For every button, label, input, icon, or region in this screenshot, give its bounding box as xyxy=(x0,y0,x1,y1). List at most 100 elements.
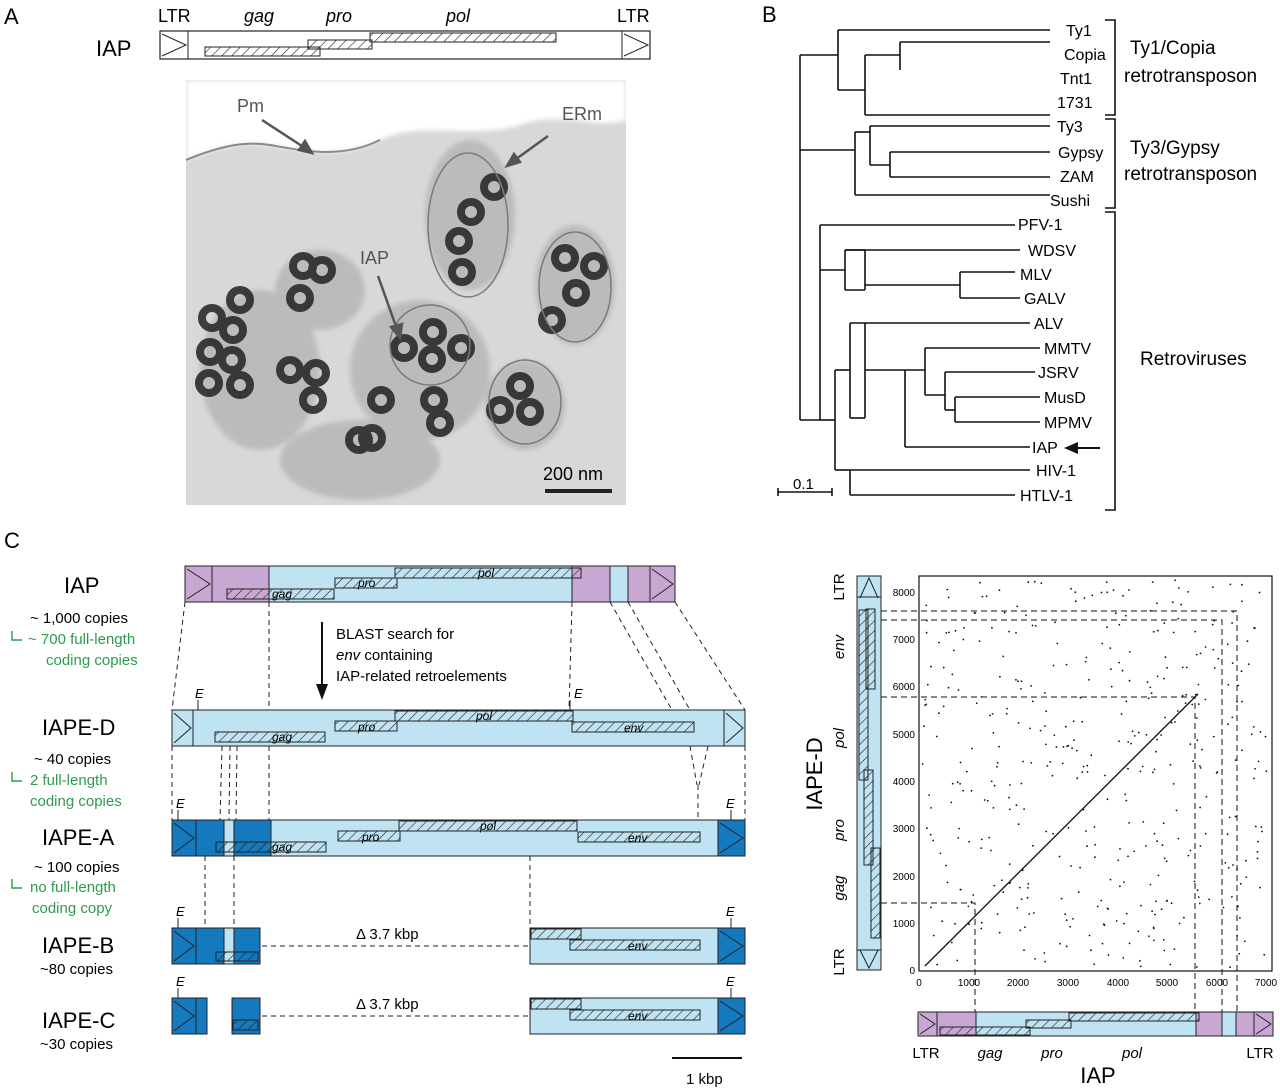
dotplot-dot xyxy=(1196,739,1199,742)
vgene-ltr-top: LTR xyxy=(831,573,848,600)
dotplot-dot xyxy=(1109,647,1112,649)
dotplot-dot xyxy=(1052,832,1054,835)
dotplot-dot xyxy=(1140,904,1142,907)
panel-c: C IAP ~ 1,000 copies ~ 700 full-length c… xyxy=(4,528,1278,1088)
dotplot-dot xyxy=(1020,680,1023,683)
dotplot-dot xyxy=(932,934,935,937)
group-ty1-line1: Ty1/Copia xyxy=(1130,38,1216,59)
dotplot-dot xyxy=(1176,710,1179,712)
dotplot-dot xyxy=(1156,602,1158,605)
dotplot-dot xyxy=(1106,798,1109,801)
dotplot-dot xyxy=(938,641,940,644)
dotplot-dot xyxy=(1071,747,1073,750)
dotplot-dot xyxy=(1222,906,1225,909)
dotplot-dot xyxy=(1171,601,1174,604)
iape-d-note2: coding copies xyxy=(30,793,122,810)
dotplot-dot xyxy=(1073,739,1075,741)
dotplot-dot xyxy=(1081,771,1084,773)
taxon-jsrv: JSRV xyxy=(1038,365,1079,382)
iape-a-pol: pol xyxy=(479,819,496,833)
arrows xyxy=(261,118,549,341)
dotplot-dot xyxy=(1045,710,1048,713)
phylogenetic-tree xyxy=(777,29,1050,496)
dotplot-dot xyxy=(1252,726,1255,728)
hgene-ltr-left: LTR xyxy=(912,1045,939,1062)
dotplot-dot xyxy=(1153,832,1156,835)
dotplot-dot xyxy=(1009,784,1011,786)
dotplot-dot xyxy=(925,631,928,634)
dotplot-dot xyxy=(1199,765,1201,767)
blast-line2: env containing xyxy=(336,647,433,664)
taxon-zam: ZAM xyxy=(1060,169,1094,186)
dotplot-dot xyxy=(1224,862,1227,864)
dotplot-dot xyxy=(954,629,957,632)
dotplot-dot xyxy=(1241,749,1243,752)
dotplot-dot xyxy=(1051,774,1054,777)
dotplot-dot xyxy=(945,632,948,634)
dotplot-dot xyxy=(1119,885,1121,888)
dotplot-dot xyxy=(1005,712,1008,715)
dotplot-dot xyxy=(1079,866,1081,869)
dotplot-dot xyxy=(1024,926,1026,928)
dotplot-dot xyxy=(1172,631,1175,634)
dotplot-dot xyxy=(1226,643,1229,646)
x-tick-0: 0 xyxy=(916,978,922,989)
dotplot-dot xyxy=(1247,663,1250,666)
dotplot-dot xyxy=(1157,874,1160,877)
dotplot-dot xyxy=(946,881,949,884)
panel-b-label: B xyxy=(762,2,777,27)
dotplot-dot xyxy=(1085,830,1087,832)
taxon-musd: MusD xyxy=(1044,390,1086,407)
dotplot-dot xyxy=(1008,808,1011,811)
y-tick-2000: 2000 xyxy=(893,872,916,883)
dotplot-dot xyxy=(925,703,928,706)
panel-c-label: C xyxy=(4,528,20,553)
dotplot-dot xyxy=(1195,717,1198,719)
dotplot-dot xyxy=(1170,721,1173,724)
iape-a-pro: pro xyxy=(361,830,380,844)
dotplot-dot xyxy=(1107,954,1110,956)
dotplot-dot xyxy=(1245,876,1248,878)
dotplot-dot xyxy=(1008,863,1011,865)
dotplot-dot xyxy=(1149,883,1152,886)
dotplot-dot xyxy=(929,833,932,836)
dotplot-dot xyxy=(1034,958,1036,960)
dotplot-dot xyxy=(1187,591,1190,593)
iap-note2: coding copies xyxy=(46,652,138,669)
panel-a-label: A xyxy=(4,4,19,29)
dotplot-dot xyxy=(1103,924,1106,926)
dotplot-dot xyxy=(1128,822,1130,824)
dotplot-dot xyxy=(1028,913,1031,915)
dotplot-dot xyxy=(1149,686,1152,689)
iape-b-env: env xyxy=(628,939,648,953)
dotplot-dots xyxy=(921,579,1268,969)
dotplot-guides xyxy=(881,610,1238,1012)
dotplot-dot xyxy=(928,794,931,796)
dotplot-dot xyxy=(957,837,960,839)
taxon-htlv1: HTLV-1 xyxy=(1020,488,1073,505)
dotplot-dot xyxy=(1026,896,1029,899)
x-tick-5000: 5000 xyxy=(1156,978,1179,989)
dotplot-dot xyxy=(1199,806,1201,809)
dotplot-dot xyxy=(1131,730,1134,733)
dotplot-dot xyxy=(1264,735,1267,738)
dotplot-dot xyxy=(1006,707,1008,710)
dotplot-dot xyxy=(1085,656,1088,659)
dotplot-dot xyxy=(967,905,970,908)
dotplot-dot xyxy=(1124,793,1127,796)
iape-a-env: env xyxy=(628,831,648,845)
dotplot-dot xyxy=(947,686,950,689)
dotplot-dot xyxy=(1231,896,1233,898)
dotplot-dot xyxy=(1259,731,1262,733)
dotplot-dot xyxy=(1197,703,1200,705)
iap-label: IAP xyxy=(96,36,131,61)
dotplot-dot xyxy=(1105,581,1108,583)
dotplot-dot xyxy=(938,712,940,715)
dotplot-dot xyxy=(1064,725,1067,728)
dotplot-dot xyxy=(1018,886,1021,889)
dotplot-dot xyxy=(1155,750,1157,753)
dotplot-frame xyxy=(918,575,1273,972)
dotplot-dot xyxy=(930,807,932,809)
dotplot-dot xyxy=(1156,675,1159,678)
dotplot-dot xyxy=(962,789,964,792)
